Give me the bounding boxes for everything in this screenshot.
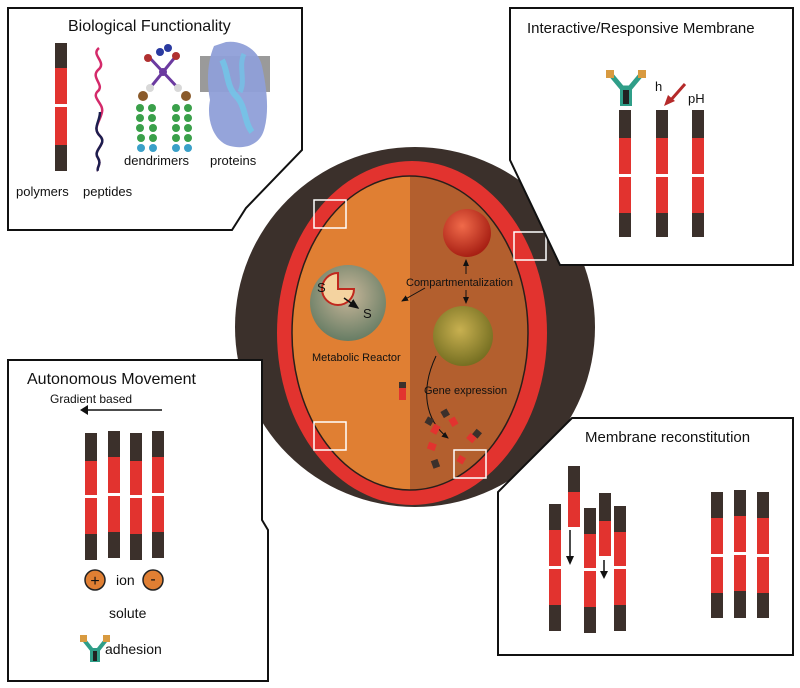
- expression-arrow-icon: [426, 355, 449, 439]
- movement-strand-2: [108, 431, 120, 558]
- substrate-label: S: [317, 280, 326, 295]
- metabolic-reactor-label: Metabolic Reactor: [312, 352, 401, 364]
- polymers-label: polymers: [16, 184, 69, 199]
- adhesion-antibody-icon: [80, 635, 110, 662]
- ion-label: ion: [116, 572, 135, 588]
- product-label: S: [363, 306, 372, 321]
- peptides-label: peptides: [83, 184, 133, 199]
- gene-expression-label: Gene expression: [424, 385, 507, 397]
- movement-strand-4: [152, 431, 164, 558]
- reconstitution-strands-before: [549, 466, 626, 633]
- protein-image: [200, 41, 270, 148]
- dendrimers-label: dendrimers: [124, 153, 190, 168]
- reaction-arrow-icon: [343, 297, 360, 309]
- zoom-square-bottom-left: [313, 421, 347, 451]
- bio-functionality-title: Biological Functionality: [68, 18, 231, 35]
- adhesion-label: adhesion: [105, 641, 162, 657]
- solute-label: solute: [109, 605, 147, 621]
- cell: S S Compartmentalization Metabolic React…: [235, 147, 595, 507]
- dendrimer-image: [136, 44, 192, 152]
- responsive-strand-3: [692, 110, 704, 237]
- responsive-strand-2: [656, 110, 668, 237]
- gradient-label: Gradient based: [50, 392, 132, 406]
- movement-strand-3: [130, 433, 142, 560]
- membrane-reconstitution-title: Membrane reconstitution: [585, 429, 750, 446]
- panel-membrane-reconstitution: [497, 417, 794, 656]
- antibody-icon: [606, 70, 646, 106]
- responsive-strand-1: [619, 110, 631, 237]
- metabolic-reactor-compartment: [310, 265, 386, 341]
- light-label: h: [655, 79, 662, 94]
- minus-label: -: [150, 571, 155, 588]
- autonomous-movement-title: Autonomous Movement: [27, 371, 197, 388]
- gene-compartment: [433, 306, 493, 366]
- polymer-strand: [55, 43, 67, 171]
- responsive-membrane-title: Interactive/Responsive Membrane: [527, 20, 755, 37]
- arrow-left-icon: [401, 287, 426, 302]
- proteins-label: proteins: [210, 153, 257, 168]
- reconstitution-strands-after: [711, 490, 769, 618]
- plus-label: +: [90, 573, 99, 590]
- light-arrow-icon: [668, 83, 687, 102]
- anion-icon: [142, 569, 164, 591]
- panel-responsive-membrane: [509, 7, 794, 266]
- enzyme-icon: [321, 271, 356, 306]
- zoom-square-right: [513, 231, 547, 261]
- compartmentalization-label: Compartmentalization: [406, 277, 513, 289]
- movement-strand-1: [85, 433, 97, 560]
- ph-label: pH: [688, 91, 705, 106]
- zoom-square-top-left: [313, 199, 347, 229]
- cation-icon: [84, 569, 106, 591]
- membrane-proteins: [399, 382, 482, 469]
- red-compartment: [443, 209, 491, 257]
- zoom-square-bottom-right: [453, 449, 487, 479]
